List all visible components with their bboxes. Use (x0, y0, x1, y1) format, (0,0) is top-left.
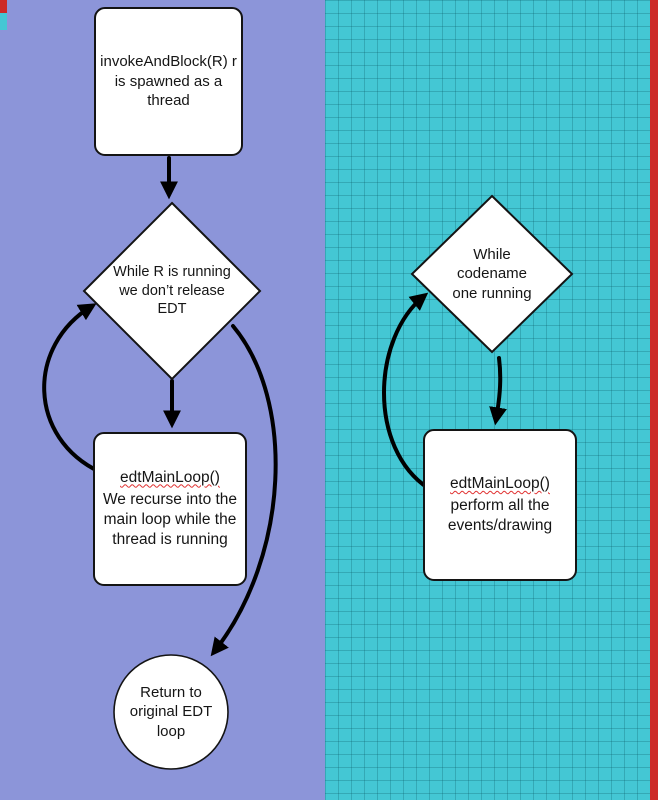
left-decision-diamond-shape (82, 201, 262, 381)
arrow-decision-to-return-circle (210, 324, 278, 657)
start-box-shape (94, 7, 243, 156)
arrow-loop-back-to-decision (42, 303, 102, 474)
node-invoke-and-block-label: invokeAndBlock(R) r is spawned as a thre… (100, 53, 237, 110)
left-loop-box-shape (93, 432, 247, 586)
node-while-codename-one-label: While codename one running (452, 245, 532, 302)
node-while-r-running-label: While R is running we don’t release EDT (113, 263, 231, 318)
corner-red-sliver (0, 0, 7, 13)
node-edt-main-loop-left: edtMainLoop() We recurse into the main l… (96, 435, 244, 583)
right-red-strip (650, 0, 658, 800)
node-return-to-edt-label: Return to original EDT loop (129, 683, 213, 740)
edt-main-loop-title: edtMainLoop() (120, 468, 220, 486)
corner-teal-sliver (0, 13, 7, 30)
right-loop-box-shape (423, 429, 577, 581)
right-decision-diamond-shape (410, 194, 574, 354)
arrow-right-loop-back-to-decision (382, 292, 430, 490)
node-edt-main-loop-right: edtMainLoop() perform all the events/dra… (426, 432, 574, 578)
edt-main-loop-description: We recurse into the main loop while the … (102, 490, 238, 549)
right-panel-grid-background (325, 0, 650, 800)
return-circle-shape (113, 654, 229, 770)
edt-main-loop-title-right: edtMainLoop() (450, 474, 550, 492)
edt-main-loop-description-right: perform all the events/drawing (447, 496, 553, 535)
arrow-right-decision-to-loop (489, 356, 507, 426)
